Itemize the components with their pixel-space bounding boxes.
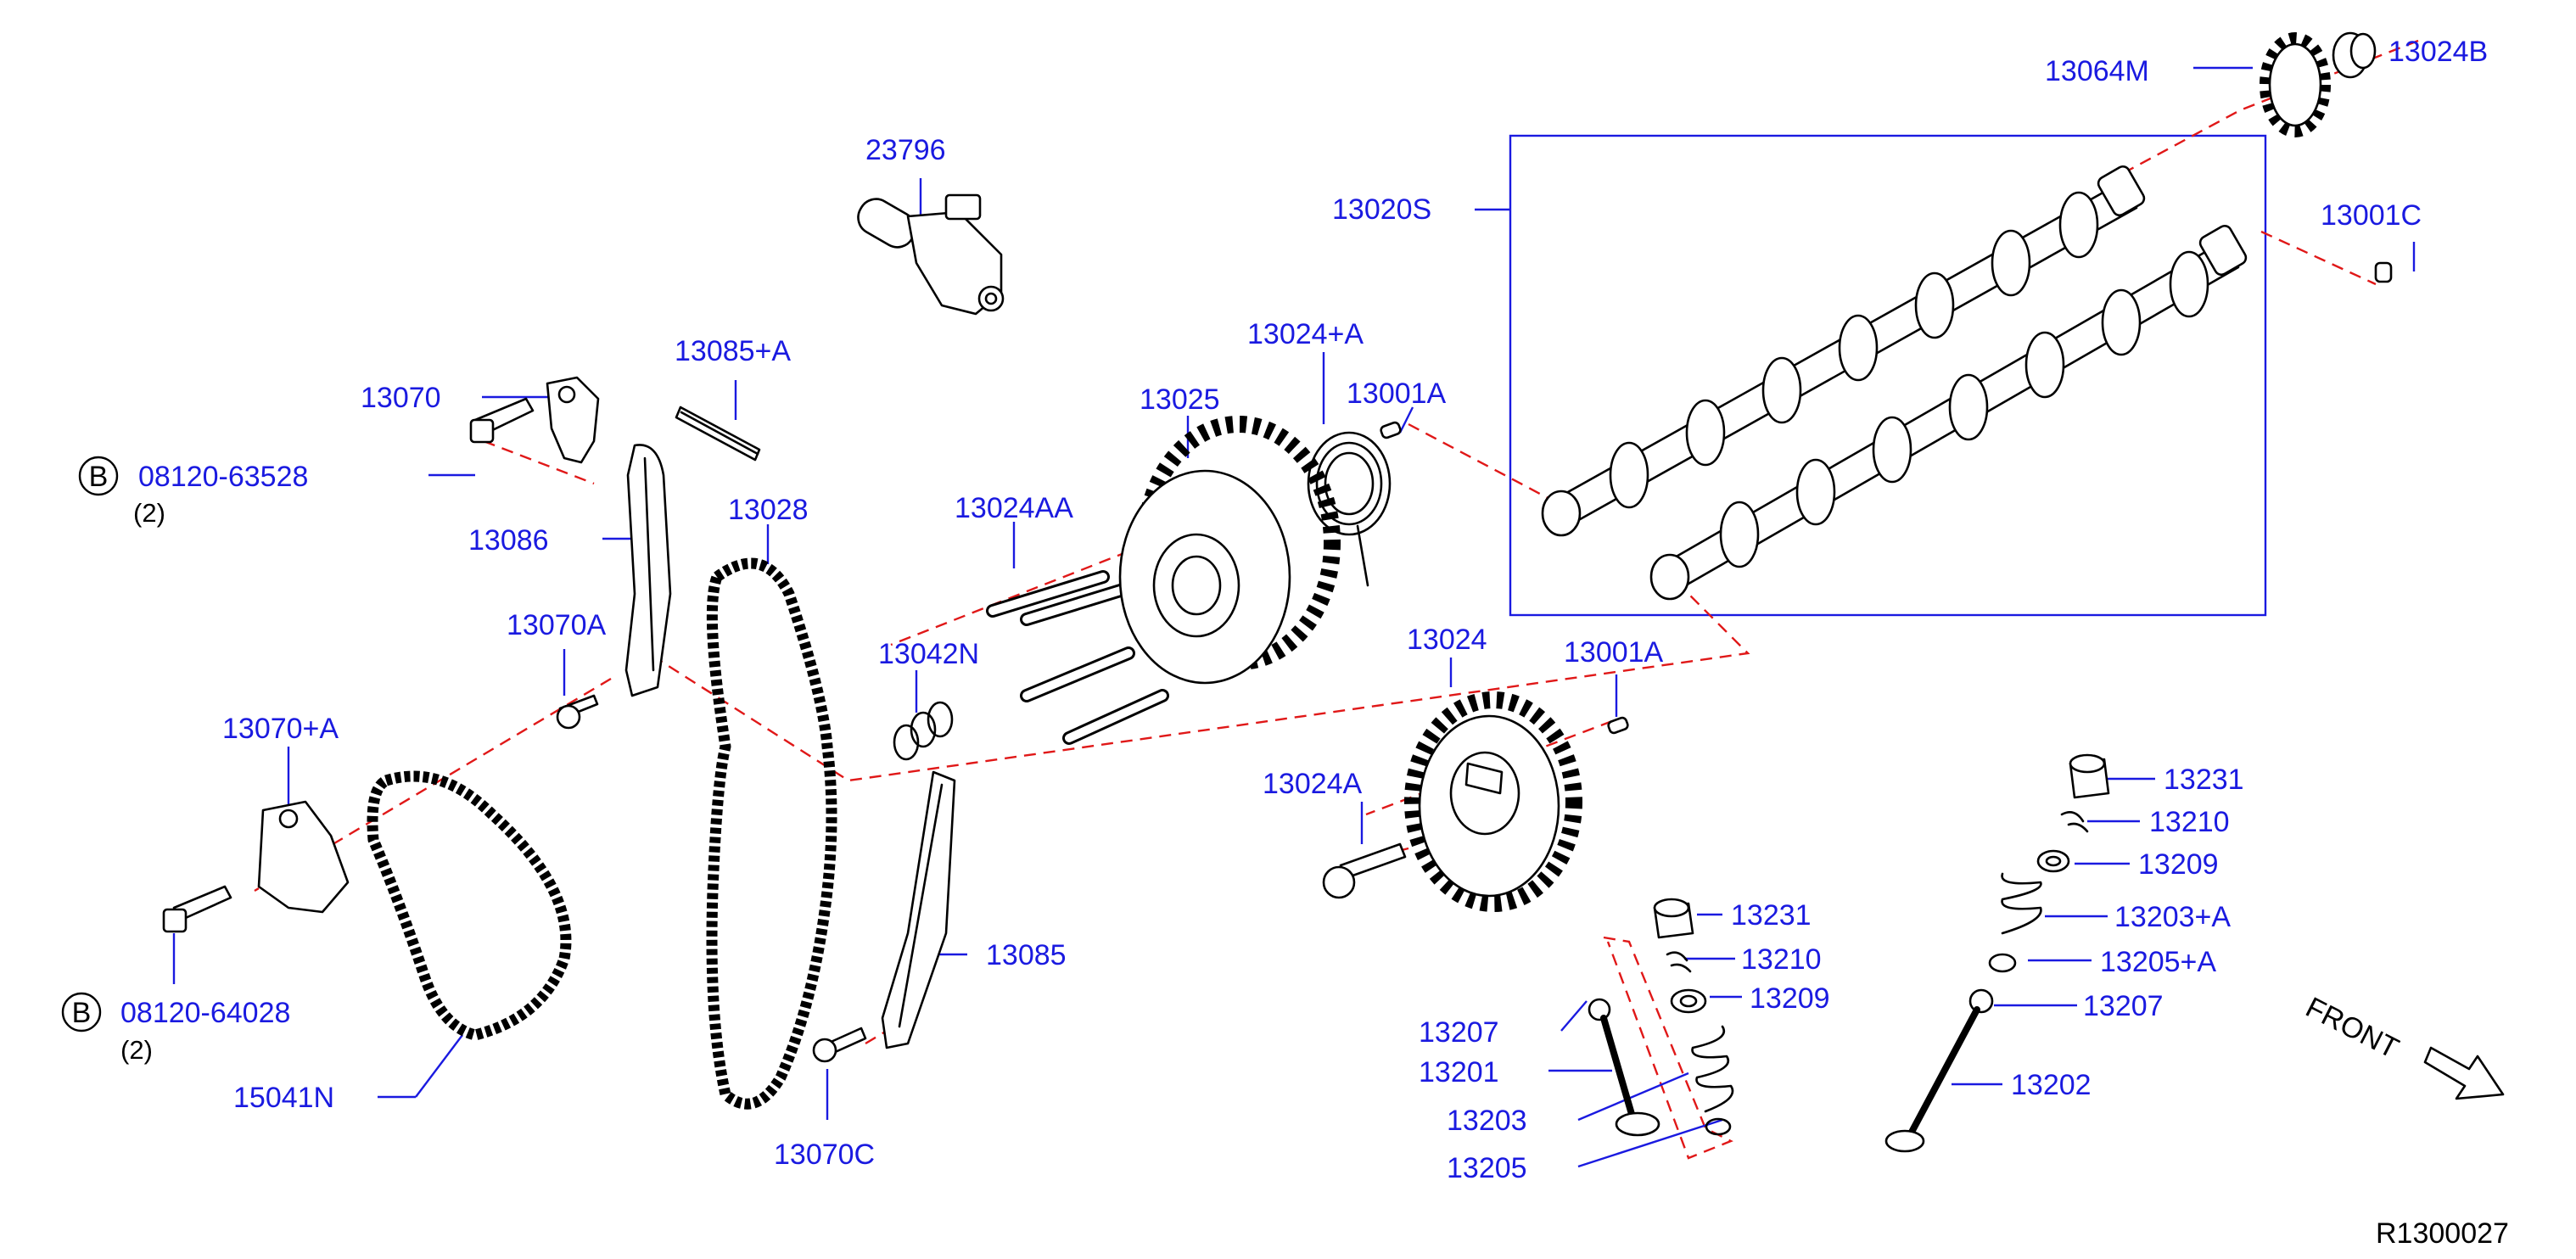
return-spring-part xyxy=(1307,431,1392,587)
label-13025[interactable]: 13025 xyxy=(1140,383,1220,416)
camshaft-set-box xyxy=(1509,134,2267,617)
label-13207-left[interactable]: 13207 xyxy=(1419,1016,1499,1049)
camshaft-intake xyxy=(1541,165,2146,537)
tensioner-upper-part xyxy=(469,376,600,464)
label-13231-right[interactable]: 13231 xyxy=(2164,764,2244,796)
label-13024b[interactable]: 13024B xyxy=(2388,36,2488,68)
label-13024-plus-a[interactable]: 13024+A xyxy=(1247,318,1364,350)
tension-guide-part xyxy=(881,770,956,1049)
label-13210-mid[interactable]: 13210 xyxy=(1741,943,1822,976)
label-13210-right[interactable]: 13210 xyxy=(2149,806,2230,838)
seal-rings-part xyxy=(893,701,954,761)
label-13209-right[interactable]: 13209 xyxy=(2138,848,2219,881)
label-13202[interactable]: 13202 xyxy=(2011,1069,2092,1101)
label-13024[interactable]: 13024 xyxy=(1407,624,1487,656)
label-13203-plus-a[interactable]: 13203+A xyxy=(2114,901,2231,933)
label-15041n[interactable]: 15041N xyxy=(233,1082,334,1114)
sprocket-bolt-13024a xyxy=(1322,842,1407,899)
timing-chain-primary xyxy=(706,557,837,1110)
label-23796[interactable]: 23796 xyxy=(865,134,946,166)
label-13207-right[interactable]: 13207 xyxy=(2083,990,2164,1022)
signal-plate-part xyxy=(2260,31,2377,137)
label-13001a-mid[interactable]: 13001A xyxy=(1564,636,1664,669)
sprocket-bolts-aa xyxy=(986,570,1169,745)
part-number-labels: 23796 13064M 13024B 13020S 13001C 13085+… xyxy=(120,36,2488,1184)
label-13024aa[interactable]: 13024AA xyxy=(955,492,1073,524)
label-13064m[interactable]: 13064M xyxy=(2045,55,2149,87)
label-13086[interactable]: 13086 xyxy=(468,524,549,557)
dowel-pin-top xyxy=(1380,421,1402,439)
front-label: FRONT xyxy=(2300,991,2404,1065)
valve-train-right xyxy=(1884,753,2110,1153)
qty-upper: (2) xyxy=(133,498,165,528)
exhaust-sprocket-part xyxy=(1404,691,1582,912)
label-13070a[interactable]: 13070A xyxy=(507,609,607,641)
dowel-pin-mid xyxy=(1607,716,1629,735)
svg-text:B: B xyxy=(72,997,92,1029)
label-13070[interactable]: 13070 xyxy=(361,382,441,414)
label-13085[interactable]: 13085 xyxy=(986,939,1067,971)
label-08120-64028[interactable]: 08120-64028 xyxy=(120,997,290,1029)
guide-bolt-13070c xyxy=(812,1027,867,1063)
label-13001a-top[interactable]: 13001A xyxy=(1347,378,1447,410)
label-13020s[interactable]: 13020S xyxy=(1332,193,1431,226)
tensioner-lower-part xyxy=(162,800,350,933)
bolt-marker-b-lower: B xyxy=(61,992,102,1032)
label-08120-63528[interactable]: 08120-63528 xyxy=(138,461,308,493)
label-13231-mid[interactable]: 13231 xyxy=(1731,899,1812,932)
label-13028[interactable]: 13028 xyxy=(728,494,809,526)
chain-guide-small-part xyxy=(675,406,761,462)
vtc-sprocket-part xyxy=(1118,416,1341,685)
vtc-solenoid-part xyxy=(857,193,1005,316)
label-13070c[interactable]: 13070C xyxy=(774,1139,875,1171)
label-13205[interactable]: 13205 xyxy=(1447,1152,1527,1184)
label-13205-plus-a[interactable]: 13205+A xyxy=(2100,946,2216,978)
label-13070-plus-a[interactable]: 13070+A xyxy=(222,713,339,745)
dowel-pin-13001c xyxy=(2374,261,2393,283)
diagram-code: R1300027 xyxy=(2376,1217,2509,1250)
label-13201[interactable]: 13201 xyxy=(1419,1056,1499,1088)
timing-chain-secondary xyxy=(367,770,572,1041)
valve-train-middle xyxy=(1588,898,1734,1137)
camshaft-exhaust xyxy=(1649,224,2248,601)
bolt-marker-b-upper: B xyxy=(78,456,119,496)
label-13209-mid[interactable]: 13209 xyxy=(1750,982,1830,1015)
guide-bolt-13070a xyxy=(556,694,599,730)
label-13085a[interactable]: 13085+A xyxy=(675,335,791,367)
qty-lower: (2) xyxy=(120,1035,153,1065)
slack-guide-part xyxy=(624,444,672,697)
label-13042n[interactable]: 13042N xyxy=(878,638,979,670)
label-13024a[interactable]: 13024A xyxy=(1263,768,1363,800)
front-arrow xyxy=(2423,1046,2505,1100)
label-13001c[interactable]: 13001C xyxy=(2321,199,2422,232)
svg-text:B: B xyxy=(89,461,109,493)
label-13203[interactable]: 13203 xyxy=(1447,1105,1527,1137)
